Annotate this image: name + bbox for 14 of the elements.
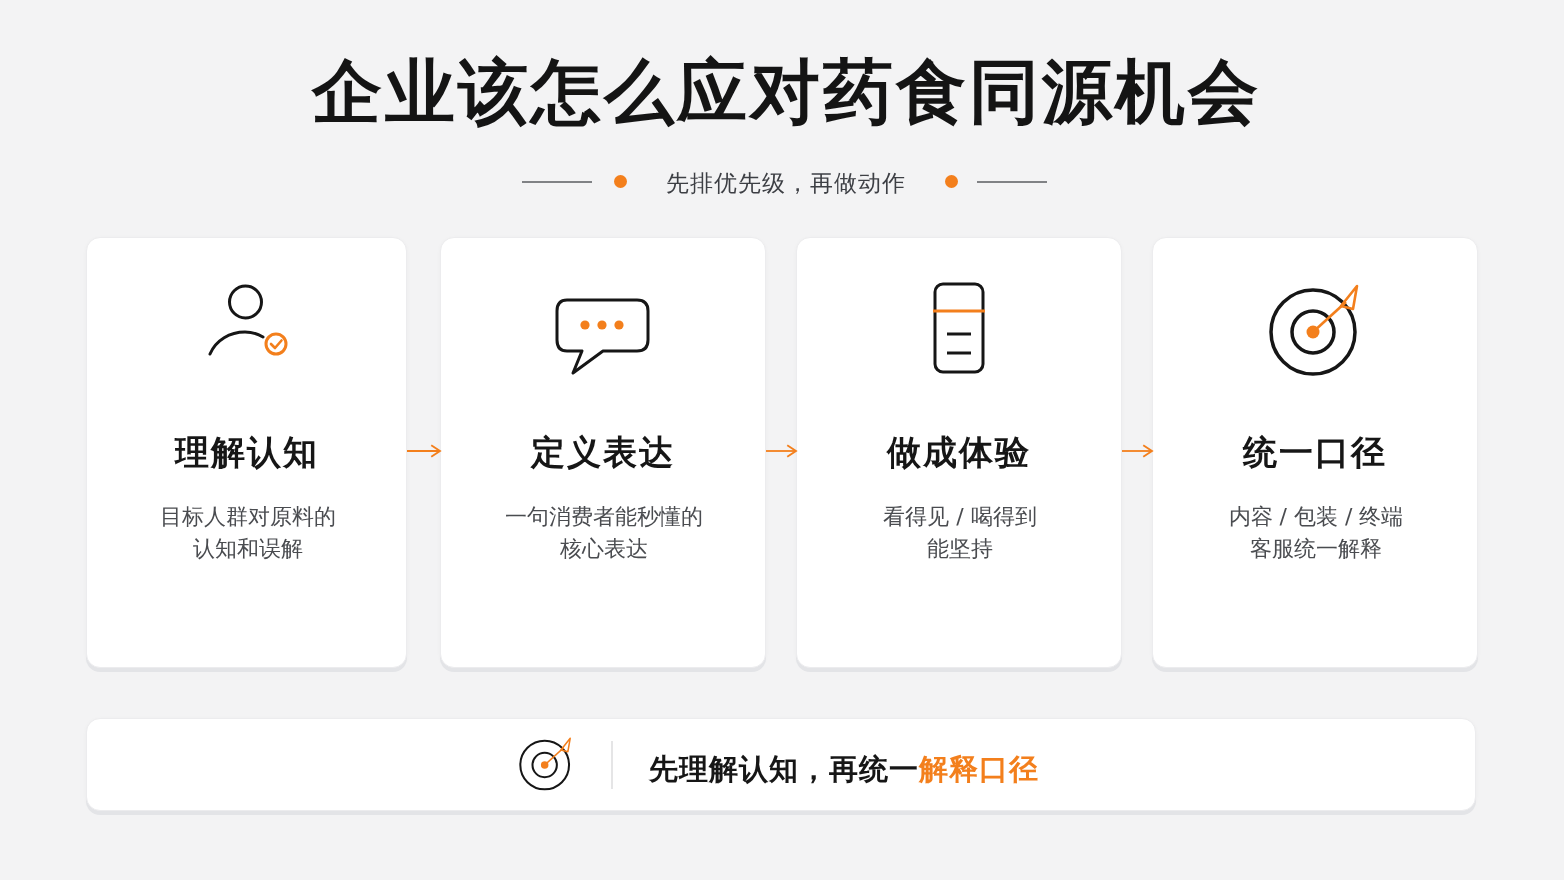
- arrow: [765, 444, 797, 458]
- step-description: 看得见 / 喝得到能坚持: [882, 503, 1038, 563]
- arrow: [1121, 444, 1153, 458]
- step-description: 目标人群对原料的认知和误解: [158, 503, 337, 563]
- step-title: 做成体验: [887, 431, 1031, 474]
- step-title: 统一口径: [1243, 431, 1387, 474]
- arrow: [406, 444, 441, 458]
- step-description: 内容 / 包装 / 终端客服统一解释: [1227, 503, 1405, 563]
- step-description: 一句消费者能秒懂的核心表达: [504, 503, 704, 563]
- step-title: 理解认知: [174, 431, 319, 474]
- step-title: 定义表达: [531, 431, 675, 474]
- summary-text: 先理解认知，再统一解释口径: [649, 751, 1039, 788]
- subtitle: 先排优先级，再做动作: [666, 169, 906, 198]
- title: 企业该怎么应对药食同源机会: [311, 50, 1261, 134]
